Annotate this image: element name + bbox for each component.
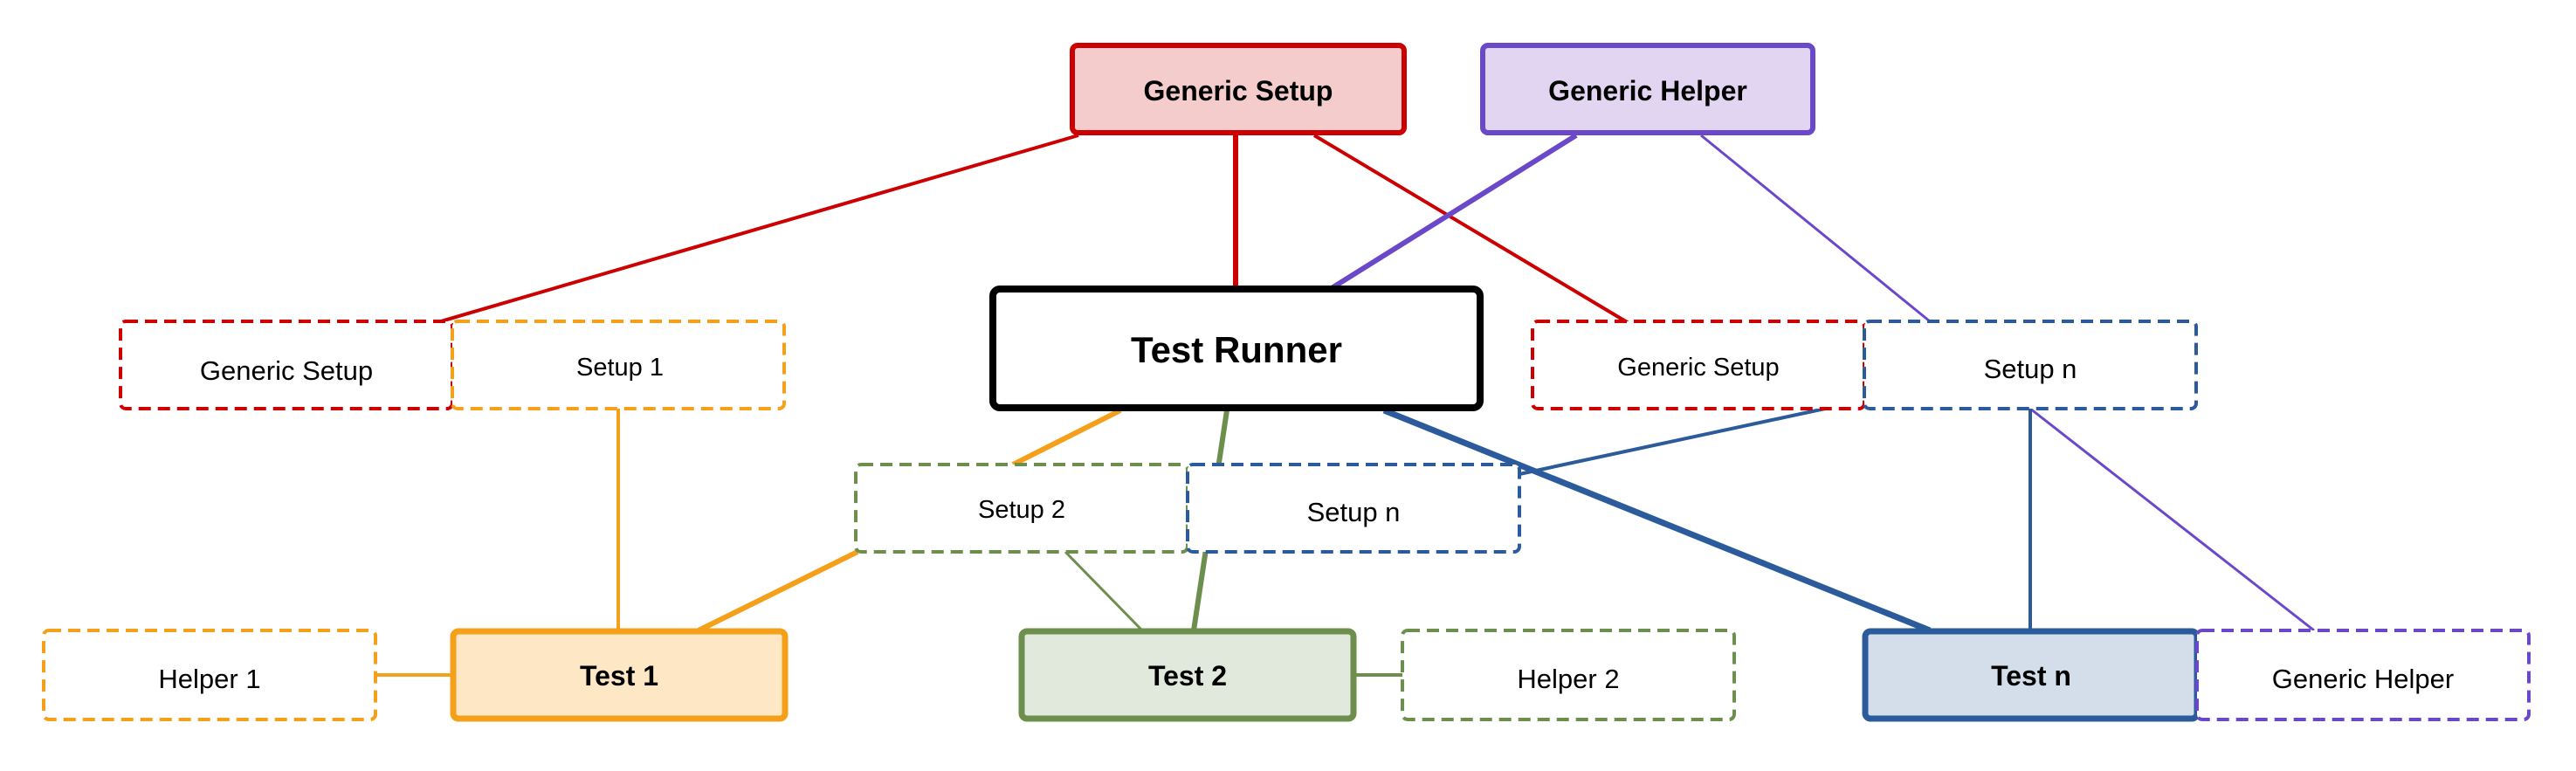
generic-setup-right-node: Generic Setup [1531, 320, 1866, 410]
connector-generichelper-to-setup-n [1700, 134, 1931, 323]
generic-setup-top-node: Generic Setup [1070, 43, 1407, 135]
connector-testrunner-to-setup2 [1011, 408, 1122, 467]
generic-setup-top-label: Generic Setup [1144, 75, 1333, 107]
setup-n-right-node: Setup n [1863, 320, 2198, 410]
setup-1-label: Setup 1 [576, 354, 664, 382]
helper-2-label: Helper 2 [1517, 664, 1619, 694]
test-2-label: Test 2 [1148, 660, 1227, 692]
connector-genericsetup-to-right-genericsetup [1312, 134, 1630, 325]
setup-n-mid-label: Setup n [1307, 497, 1401, 527]
setup-2-node: Setup 2 [854, 463, 1189, 554]
helper-1-node: Helper 1 [42, 629, 377, 721]
test-2-node: Test 2 [1018, 628, 1357, 722]
connector-setup-n-to-setup-n-mid [1519, 407, 1826, 476]
helper-2-node: Helper 2 [1401, 629, 1736, 721]
test-1-node: Test 1 [450, 628, 789, 722]
generic-setup-left-label: Generic Setup [200, 355, 373, 386]
test-runner-node: Test Runner [989, 286, 1484, 411]
setup-1-node: Setup 1 [451, 320, 786, 410]
generic-helper-bottom-node: Generic Helper [2195, 629, 2531, 721]
generic-helper-top-node: Generic Helper [1480, 43, 1815, 135]
connector-genericsetup-to-left-genericsetup [440, 134, 1079, 323]
setup-2-label: Setup 2 [978, 496, 1065, 524]
test-n-label: Test n [1991, 660, 2071, 692]
generic-helper-bottom-label: Generic Helper [2272, 664, 2454, 694]
connector-generichelper-to-testrunner [1330, 133, 1578, 291]
generic-helper-top-label: Generic Helper [1548, 75, 1747, 107]
connector-setup2-to-test1 [697, 549, 859, 633]
setup-n-mid-node: Setup n [1186, 463, 1521, 554]
setup-n-right-label: Setup n [1984, 354, 2077, 384]
helper-1-label: Helper 1 [158, 664, 260, 694]
generic-setup-left-node: Generic Setup [119, 320, 454, 410]
connector-setup2-to-test2 [1064, 550, 1144, 632]
test-n-node: Test n [1862, 628, 2201, 722]
connector-testrunner-to-testn [1382, 407, 1932, 634]
test-1-label: Test 1 [580, 660, 658, 692]
generic-setup-right-label: Generic Setup [1617, 354, 1779, 382]
test-runner-label: Test Runner [1131, 329, 1342, 370]
connector-setup-n-to-bottom-generichelper [2029, 407, 2315, 632]
